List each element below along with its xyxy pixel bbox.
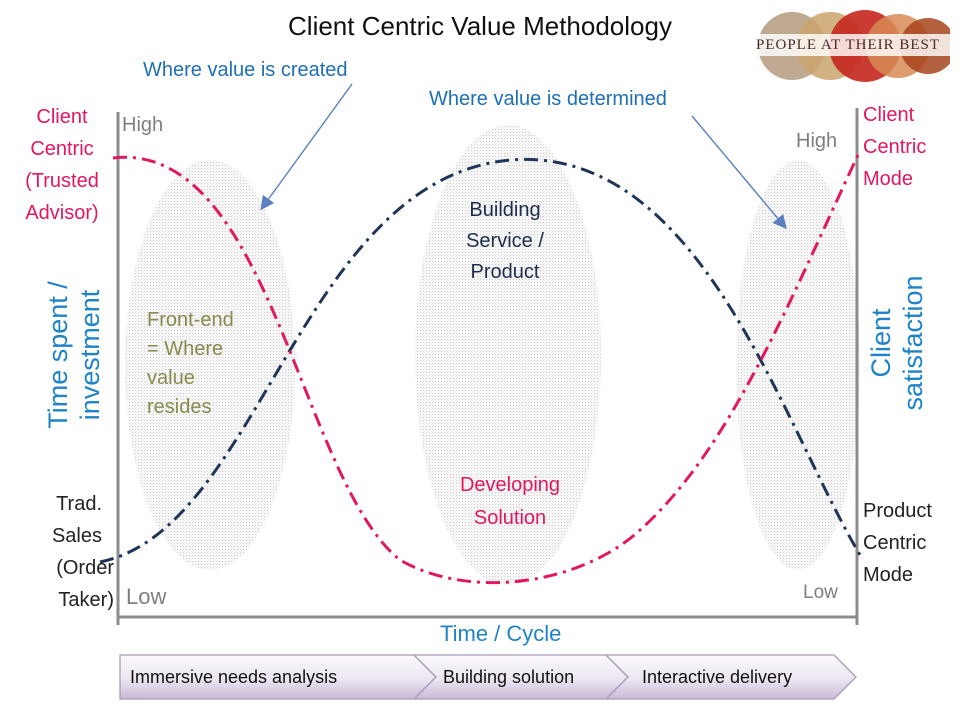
left-bottom-label: Trad. Sales (Order Taker)	[51, 493, 114, 611]
phase-3-label: Interactive delivery	[642, 667, 793, 687]
created-arrow	[260, 83, 353, 211]
left-high-label: High	[122, 114, 164, 136]
right-low-label: Low	[803, 582, 838, 603]
x-axis-title: Time / Cycle	[440, 621, 562, 646]
right-bottom-label: Product Centric Mode	[863, 500, 932, 586]
y-axis-left-title: Time spent / investment	[43, 281, 105, 429]
right-high-label: High	[796, 130, 838, 152]
phase-2-label: Building solution	[443, 667, 575, 687]
value-created-callout: Where value is created	[143, 59, 348, 81]
front-end-label: Front-end = Where value resides	[147, 309, 234, 418]
value-determined-callout: Where value is determined	[429, 88, 667, 110]
building-label: Building Service / Product	[466, 199, 544, 283]
delivery-region	[736, 160, 860, 570]
page-title: Client Centric Value Methodology	[288, 11, 672, 41]
right-top-label: Client Centric Mode	[863, 104, 927, 190]
phase-chevron-3	[604, 654, 857, 700]
building-region	[415, 125, 601, 585]
developing-label: Developing Solution	[459, 474, 561, 529]
left-low-label: Low	[126, 584, 167, 609]
phase-chevrons	[119, 654, 857, 700]
phase-1-label: Immersive needs analysis	[130, 667, 338, 687]
logo-text: PEOPLE AT THEIR BEST	[756, 37, 941, 53]
determined-arrow	[691, 115, 787, 230]
left-top-label: Client Centric (Trusted Advisor)	[25, 106, 99, 224]
company-logo: PEOPLE AT THEIR BEST	[750, 8, 956, 86]
y-axis-right-title: Client satisfaction	[866, 275, 928, 411]
investment-curve	[99, 158, 862, 564]
front-end-region	[125, 160, 295, 570]
satisfaction-curve	[112, 154, 860, 584]
